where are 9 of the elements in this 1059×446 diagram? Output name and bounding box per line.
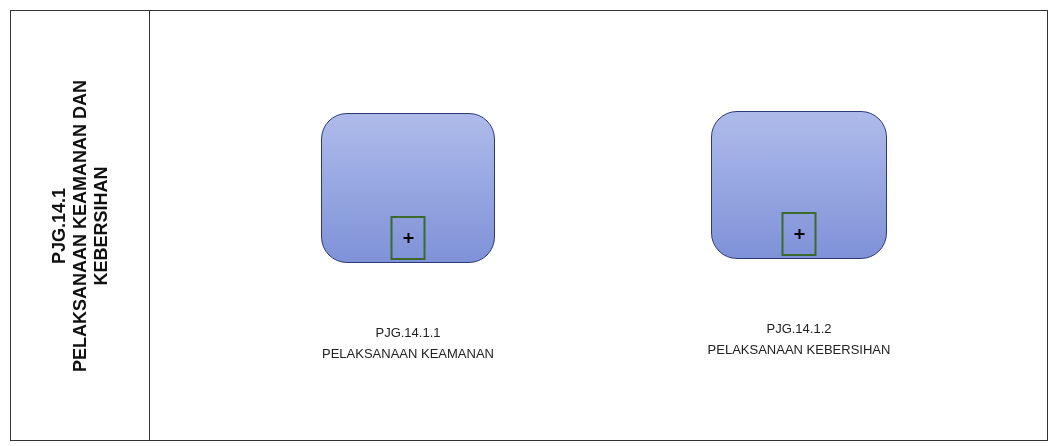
pool — [10, 10, 1048, 441]
task-code: PJG.14.1.1 — [374, 324, 442, 342]
task-code: PJG.14.1.2 — [765, 320, 833, 338]
task-name: PELAKSANAAN KEBERSIHAN — [706, 341, 892, 359]
pool-label: PJG.14.1 — [48, 186, 70, 266]
pool-label: PELAKSANAAN KEAMANAN DAN KEBERSIHAN — [69, 78, 112, 374]
subprocess-box — [711, 111, 887, 259]
task-name: PELAKSANAAN KEAMANAN — [321, 345, 495, 363]
subprocess-box — [321, 113, 495, 263]
